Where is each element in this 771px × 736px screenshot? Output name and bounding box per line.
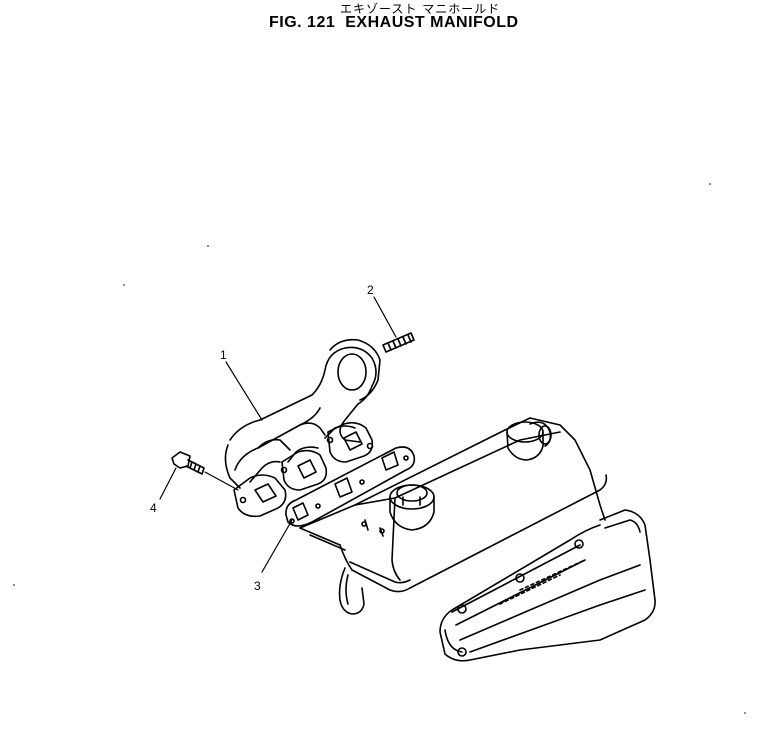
scan-specks [13,183,746,714]
callout-1: 1 [220,348,227,362]
cylinder-head [299,417,608,615]
leader-line-4 [159,467,177,500]
oil-filler-cap-rear [506,421,552,461]
leader-lines [159,296,397,573]
figure-title-english: EXHAUST MANIFOLD [345,14,519,31]
oil-filler-cap-front [389,484,435,531]
assembly-line-bolt [204,471,239,491]
intake-manifold [439,509,656,662]
exhaust-manifold [224,338,381,518]
hex-bolt [171,451,205,475]
leader-line-1 [225,361,263,421]
exhaust-gasket [285,446,416,527]
callout-2: 2 [367,283,374,297]
leader-line-2 [373,296,397,338]
figure-title-japanese: エキゾースト マニホールド [340,2,501,16]
figure-number: FIG. 121 [269,14,336,31]
callout-4: 4 [150,501,157,515]
figure-title: FIG. 121 EXHAUST MANIFOLD [269,14,519,32]
stud-bolt [382,332,415,353]
leader-line-3 [261,519,293,573]
callout-3: 3 [254,579,261,593]
